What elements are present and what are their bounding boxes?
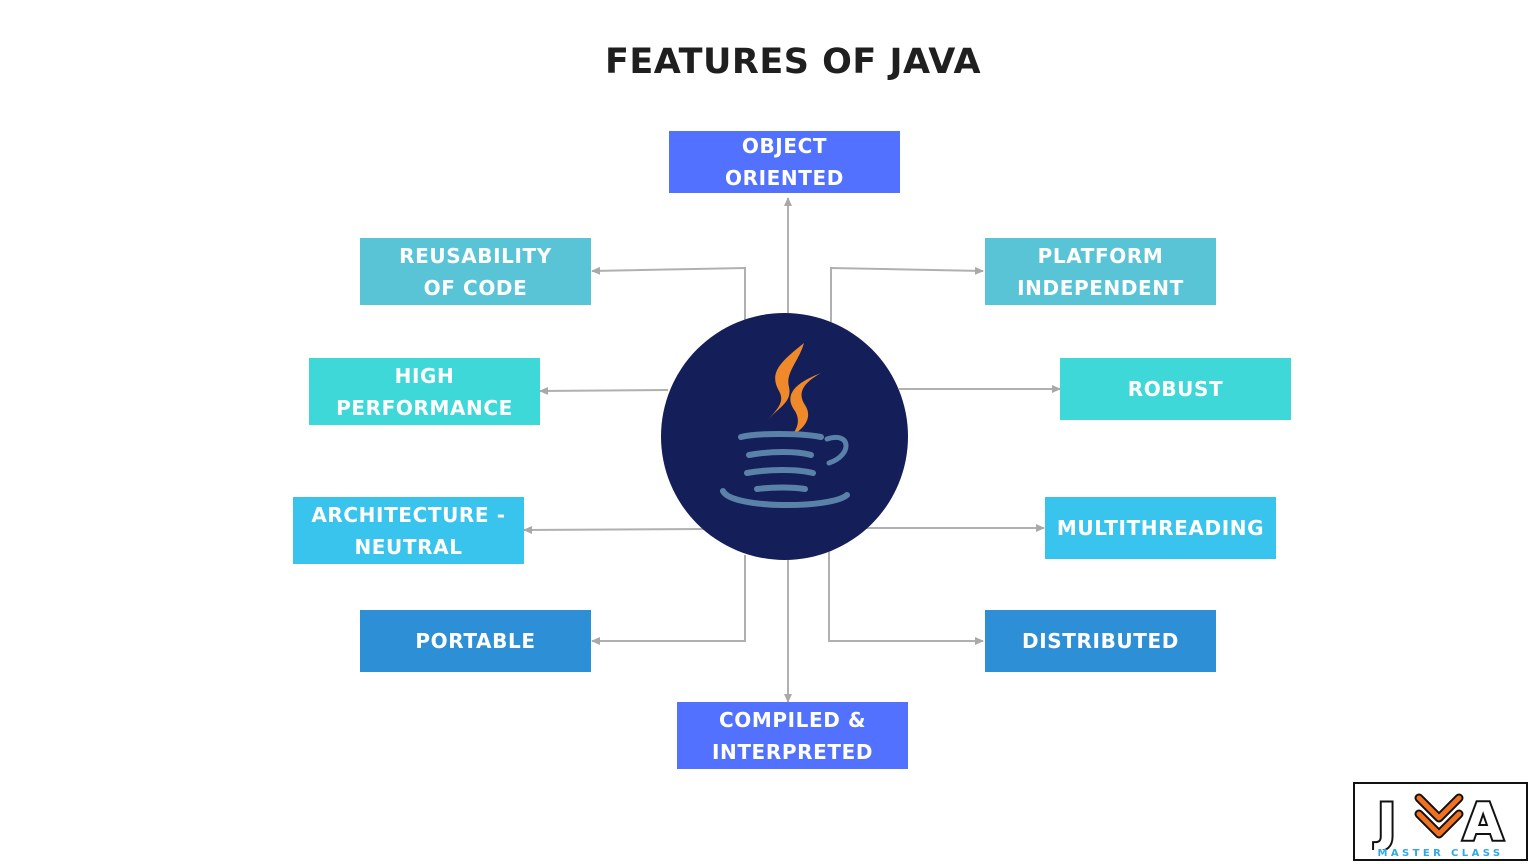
java-logo-wordmark: J A A [1372, 791, 1505, 855]
node-label: ARCHITECTURE - NEUTRAL [311, 502, 506, 559]
diagram-title: FEATURES OF JAVA [604, 42, 982, 82]
node-label: PLATFORM INDEPENDENT [1017, 243, 1184, 300]
node-label: HIGH PERFORMANCE [336, 363, 513, 420]
java-coffee-cup-icon [661, 313, 908, 560]
java-logo-hub [661, 313, 908, 560]
arrow-high-performance [539, 386, 669, 395]
node-label: COMPILED & INTERPRETED [711, 707, 874, 764]
java-master-class-logo: J A A MASTER CLASS [1353, 782, 1528, 861]
node-label: REUSABILITY OF CODE [399, 243, 552, 300]
node-distributed: DISTRIBUTED [985, 610, 1216, 672]
node-label: OBJECT ORIENTED [725, 134, 844, 190]
arrow-reusability [591, 266, 746, 320]
node-label: PORTABLE [415, 629, 536, 653]
logo-subtitle: MASTER CLASS [1377, 848, 1504, 859]
node-label: MULTITHREADING [1056, 516, 1265, 540]
arrow-portable [591, 555, 746, 645]
node-object-oriented: OBJECT ORIENTED [669, 131, 900, 193]
node-robust: ROBUST [1060, 358, 1291, 420]
arrow-distributed [828, 550, 984, 645]
node-platform-independent: PLATFORM INDEPENDENT [985, 238, 1216, 305]
node-label: DISTRIBUTED [1022, 629, 1179, 653]
svg-text:J: J [1374, 793, 1396, 850]
node-high-performance: HIGH PERFORMANCE [309, 358, 540, 425]
node-reusability-of-code: REUSABILITY OF CODE [360, 238, 591, 305]
node-architecture-neutral: ARCHITECTURE - NEUTRAL [293, 497, 524, 564]
node-multithreading: MULTITHREADING [1045, 497, 1276, 559]
arrow-architecture-neutral [523, 525, 706, 534]
arrow-platform-independent [830, 266, 984, 322]
svg-text:A: A [1463, 793, 1503, 850]
node-compiled-interpreted: COMPILED & INTERPRETED [677, 702, 908, 769]
node-label: ROBUST [1127, 377, 1224, 401]
node-portable: PORTABLE [360, 610, 591, 672]
